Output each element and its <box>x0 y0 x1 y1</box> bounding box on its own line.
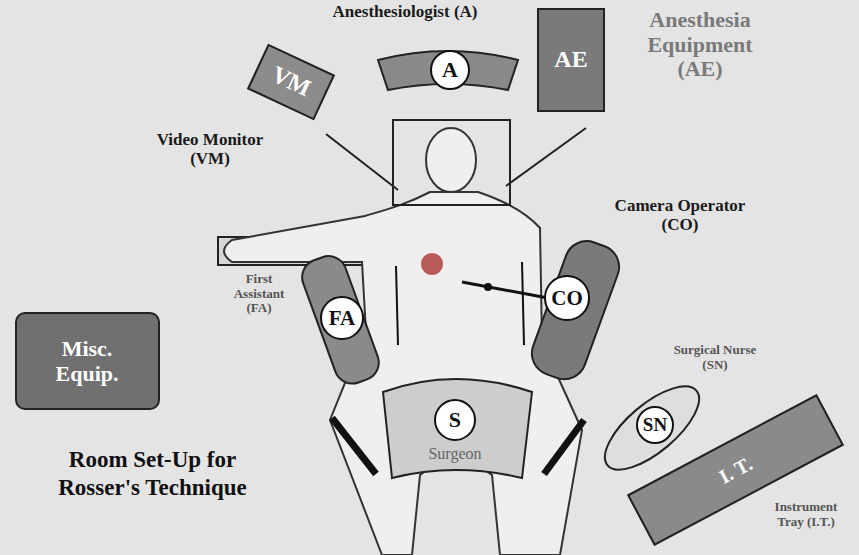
leg-support <box>332 418 376 474</box>
table-edge <box>522 262 524 345</box>
node-label: FA <box>320 296 364 340</box>
assistant-station <box>297 251 384 389</box>
nurse-marker: SN <box>636 406 674 444</box>
equipment-label: Video Monitor (VM) <box>140 130 280 168</box>
target-spot <box>421 253 443 275</box>
laparoscope <box>462 282 548 298</box>
node-label: I. T. <box>714 452 755 488</box>
patient-body <box>224 192 582 555</box>
equipment-label: Anesthesia Equipment (AE) <box>625 8 775 82</box>
anesthesia-equipment: AE <box>537 8 605 112</box>
surgeon-marker: S Surgeon <box>428 399 481 463</box>
equipment-label: Instrument Tray (I.T.) <box>760 500 852 529</box>
leg-support <box>544 420 584 474</box>
head-frame <box>393 120 510 205</box>
node-label: S <box>434 399 476 441</box>
role-label: First Assistant (FA) <box>224 272 294 316</box>
diagram-title: Room Set-Up for Rosser's Technique <box>45 446 260 501</box>
sight-line <box>326 134 398 190</box>
camera-operator-station <box>526 235 626 385</box>
node-label: VM <box>267 61 315 103</box>
table-edge <box>396 266 398 345</box>
sight-line <box>506 128 586 186</box>
trocar <box>484 283 492 291</box>
role-label: Camera Operator (CO) <box>600 196 760 234</box>
role-label: Anesthesiologist (A) <box>330 2 480 21</box>
assistant-marker: FA <box>320 296 364 340</box>
misc-equipment: Misc. Equip. <box>15 312 160 410</box>
patient-head <box>426 128 476 192</box>
anesthesiologist-station <box>378 51 518 90</box>
node-label: CO <box>544 275 590 321</box>
node-label: Misc. Equip. <box>35 336 140 387</box>
anesthesiologist-marker: A <box>430 50 470 90</box>
node-label: A <box>430 50 470 90</box>
camera-operator-marker: CO <box>544 275 590 321</box>
video-monitor: VM <box>247 44 335 121</box>
node-sublabel: Surgeon <box>428 445 481 463</box>
node-label: AE <box>554 46 587 74</box>
surgeon-stool <box>383 379 532 478</box>
node-label: SN <box>636 406 674 444</box>
role-label: Surgical Nurse (SN) <box>660 343 770 372</box>
